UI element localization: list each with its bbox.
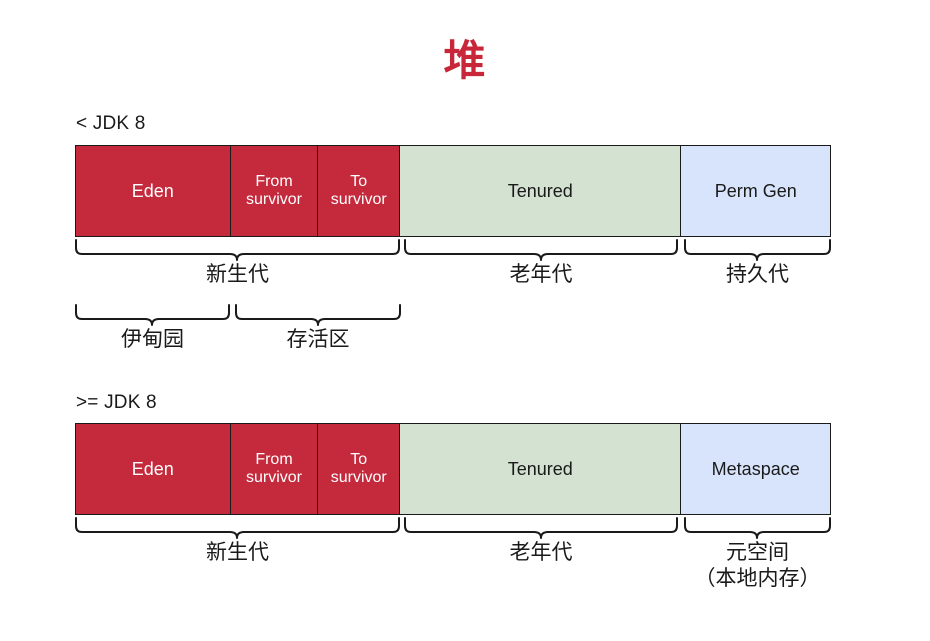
brace-label-old-gen-jdk7: 老年代 [509, 263, 573, 286]
version-label-jdk7: < JDK 8 [76, 113, 146, 134]
page-title: 堆 [443, 37, 487, 84]
brace-metaspace-jdk8 [684, 517, 831, 539]
brace-icon [75, 304, 230, 326]
brace-perm-gen-jdk7 [684, 239, 831, 261]
segment-tenured: Tenured [400, 146, 682, 236]
brace-label-young-gen-jdk8: 新生代 [206, 541, 269, 564]
segment-perm-gen: Perm Gen [681, 146, 831, 236]
brace-icon [75, 517, 400, 539]
brace-young-gen-jdk7 [75, 239, 400, 261]
brace-label-metaspace-jdk8: 元空间 （本地内存） [694, 541, 821, 590]
version-label-jdk8: >= JDK 8 [76, 392, 157, 413]
brace-label-perm-gen-jdk7: 持久代 [726, 263, 789, 286]
segment-from-survivor: From survivor [230, 424, 319, 514]
brace-label-eden-cn-jdk7: 伊甸园 [121, 328, 184, 351]
segment-to-survivor: To survivor [318, 146, 401, 236]
brace-icon [75, 239, 400, 261]
brace-young-gen-jdk8 [75, 517, 400, 539]
brace-label-old-gen-jdk8: 老年代 [509, 541, 573, 564]
brace-icon [404, 239, 678, 261]
segment-to-survivor: To survivor [318, 424, 401, 514]
segment-metaspace: Metaspace [681, 424, 831, 514]
heap-bar-jdk8: Eden From survivor To survivor Tenured M… [75, 423, 831, 515]
brace-old-gen-jdk7 [404, 239, 678, 261]
brace-old-gen-jdk8 [404, 517, 678, 539]
brace-icon [404, 517, 678, 539]
brace-label-young-gen-jdk7: 新生代 [206, 263, 269, 286]
segment-from-survivor: From survivor [230, 146, 319, 236]
brace-icon [684, 517, 831, 539]
brace-survivor-cn-jdk7 [235, 304, 401, 326]
brace-icon [684, 239, 831, 261]
brace-icon [235, 304, 401, 326]
heap-bar-jdk7: Eden From survivor To survivor Tenured P… [75, 145, 831, 237]
brace-eden-cn-jdk7 [75, 304, 230, 326]
brace-label-survivor-cn-jdk7: 存活区 [286, 328, 350, 351]
segment-eden: Eden [76, 146, 231, 236]
segment-tenured: Tenured [400, 424, 682, 514]
segment-eden: Eden [76, 424, 231, 514]
